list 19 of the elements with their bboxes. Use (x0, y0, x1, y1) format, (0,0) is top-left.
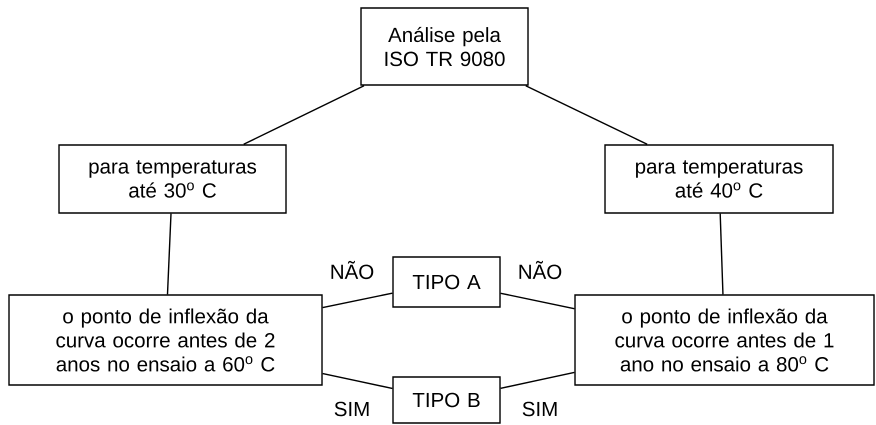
connector-line (166, 214, 172, 294)
process-box: o ponto de inflexão da curva ocorre antes de 2 anos no ensaio a 60$^{o}$ C (8, 294, 323, 386)
edge-label: SIM (332, 400, 372, 418)
edge-label: NÃO (328, 260, 376, 280)
process-box: para temperaturas até 30$^{o}$ C (58, 144, 287, 214)
process-box: Análise pela ISO TR 9080 (360, 7, 529, 86)
connector-line (243, 85, 364, 145)
connector-line (500, 372, 574, 389)
process-box: o ponto de inflexão da curva ocorre antes de 1 ano no ensaio a 80$^{o}$ C (574, 294, 875, 386)
edge-label: SIM (520, 400, 560, 418)
connector-line (720, 214, 724, 294)
process-box: TIPO A (392, 256, 501, 308)
connector-line (500, 292, 574, 310)
process-box: TIPO B (392, 376, 501, 424)
process-box: para temperaturas até 40$^{o}$ C (604, 144, 834, 214)
connector-line (322, 292, 392, 308)
connector-line (525, 85, 648, 145)
connector-line (322, 372, 392, 390)
edge-label: NÃO (516, 260, 564, 280)
